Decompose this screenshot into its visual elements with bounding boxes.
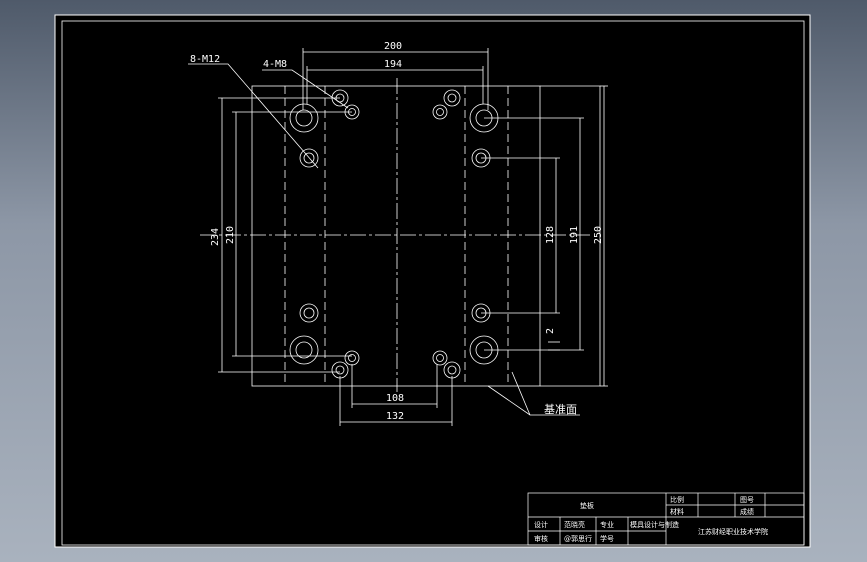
- tb-drawing-no-label: 图号: [740, 496, 754, 504]
- callout-m8: 4-M8: [263, 59, 287, 70]
- drawing-frame-border: [54, 14, 811, 548]
- tb-designer-name: 范晓亮: [564, 520, 585, 529]
- plate-outline: [251, 85, 541, 387]
- tb-grade-label: 成绩: [740, 507, 754, 516]
- title-block: [527, 492, 805, 546]
- dim-top-inner: 194: [384, 59, 402, 70]
- dim-left-outer: 234: [210, 228, 221, 246]
- callout-datum-face: 基准面: [544, 403, 577, 416]
- tb-reviewer-name: @郭思行: [564, 534, 592, 543]
- dim-bottom-outer: 132: [386, 411, 404, 422]
- dim-top-outer: 200: [384, 41, 402, 52]
- tb-school-name: 江苏财经职业技术学院: [698, 527, 768, 536]
- tb-student-no-label: 学号: [600, 534, 614, 543]
- plate-right-flange: [540, 85, 601, 387]
- dim-right-mid: 191: [569, 226, 580, 244]
- leader-m8: [262, 69, 349, 109]
- dim-bottom-inner: 108: [386, 393, 404, 404]
- tb-material-label: 材料: [670, 507, 684, 516]
- tb-major-name: 模具设计与制造: [630, 520, 679, 529]
- callout-m12: 8-M12: [190, 54, 220, 65]
- hole-m12-group: [289, 103, 499, 365]
- dim-right-outer: 250: [593, 226, 604, 244]
- dim-right-small: 2: [545, 328, 556, 334]
- dim-right-inner: 128: [545, 226, 556, 244]
- part-drawing: [188, 48, 608, 426]
- inner-frame-border: [61, 20, 805, 546]
- tb-reviewer-label: 审核: [534, 534, 548, 543]
- tb-designer-label: 设计: [534, 520, 548, 529]
- tb-drawing-name: 垫板: [580, 501, 594, 510]
- dim-left-inner: 210: [225, 226, 236, 244]
- leader-m12: [188, 63, 319, 169]
- tb-scale-label: 比例: [670, 495, 684, 504]
- tb-major-label: 专业: [600, 520, 614, 529]
